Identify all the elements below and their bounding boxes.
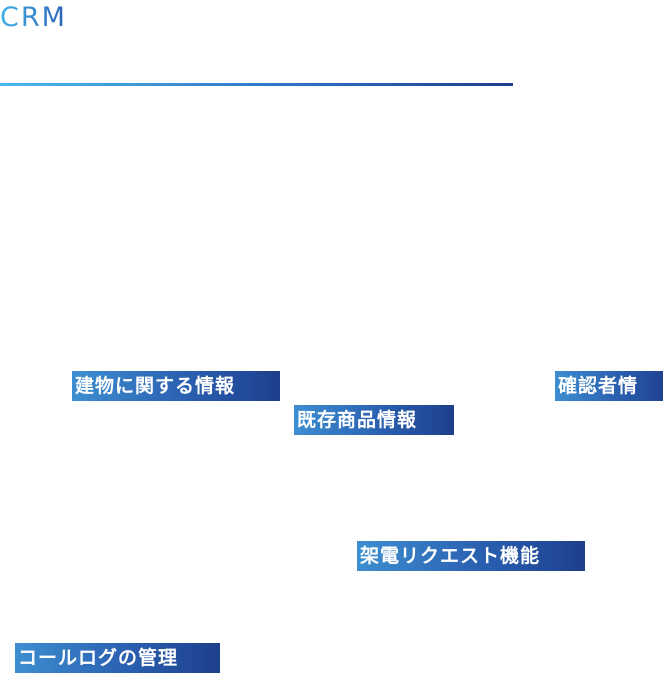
feature-tag-call-log: コールログの管理 (15, 643, 220, 673)
feature-tag-confirmer-info: 確認者情 (555, 371, 663, 401)
feature-tag-building-info: 建物に関する情報 (72, 371, 280, 401)
page-title: CRM (0, 2, 67, 33)
feature-tag-existing-products: 既存商品情報 (294, 405, 454, 435)
title-underline (0, 83, 513, 86)
feature-tag-call-request: 架電リクエスト機能 (357, 541, 585, 571)
